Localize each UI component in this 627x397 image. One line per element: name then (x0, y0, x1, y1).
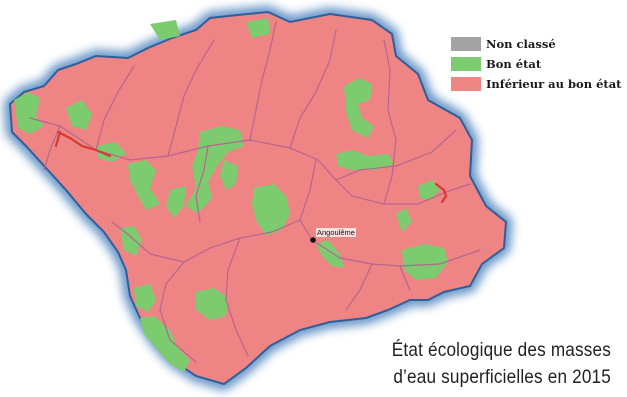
good-zone (246, 18, 270, 38)
good-zone (150, 20, 180, 40)
legend-item-inferieur: Inférieur au bon état (451, 74, 621, 94)
caption-line-1: État écologique des masses (391, 339, 611, 361)
impacted-river-reaches (54, 130, 448, 204)
map-legend: Non classé Bon état Inférieur au bon éta… (451, 34, 621, 94)
legend-label: Inférieur au bon état (486, 77, 622, 91)
caption-line-2: d’eau superficielles en 2015 (393, 366, 611, 388)
river (399, 265, 411, 291)
legend-label: Bon état (486, 57, 542, 71)
good-zone (252, 184, 290, 236)
river (195, 145, 209, 223)
city-label: Angoulême (316, 228, 356, 237)
legend-item-bon-etat: Bon état (451, 54, 621, 74)
good-zone (66, 100, 92, 130)
river (289, 29, 337, 149)
river-network (29, 21, 481, 363)
river (111, 221, 185, 263)
river (225, 237, 249, 357)
good-zone (344, 78, 374, 138)
legend-swatch (451, 77, 481, 91)
city-marker (310, 237, 316, 243)
legend-item-non-classe: Non classé (451, 34, 621, 54)
river (167, 39, 215, 157)
river (249, 21, 277, 141)
good-zone (402, 244, 448, 280)
legend-swatch (451, 37, 481, 51)
good-zone (396, 208, 412, 232)
river (345, 263, 373, 311)
impacted-river (54, 130, 62, 148)
impacted-river (434, 182, 448, 204)
good-zone (336, 150, 394, 170)
impacted-river (56, 130, 112, 158)
legend-label: Non classé (486, 37, 556, 51)
river (335, 129, 457, 181)
good-zone (128, 160, 160, 210)
legend-swatch (451, 57, 481, 71)
river (383, 39, 397, 205)
river (95, 65, 135, 151)
good-zone (120, 226, 142, 256)
good-zone (134, 284, 156, 312)
good-zone (14, 92, 44, 134)
river (299, 159, 481, 267)
river (43, 125, 61, 171)
good-zone (220, 160, 238, 190)
good-zone (140, 316, 190, 372)
good-zone (418, 180, 440, 200)
good-zone (196, 288, 228, 320)
good-zone (166, 186, 186, 218)
map-caption: État écologique des masses d’eau superfi… (347, 337, 611, 391)
